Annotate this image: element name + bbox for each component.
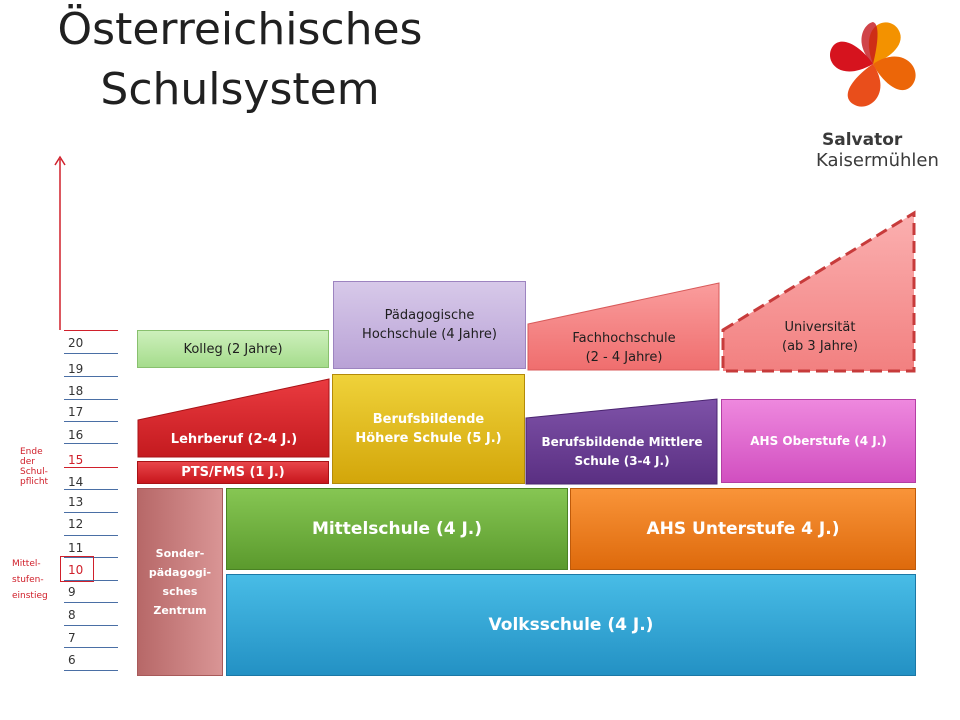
- age-label: 19: [68, 362, 84, 376]
- box-bhs: Berufsbildende Höhere Schule (5 J.): [332, 374, 525, 484]
- age-label: 16: [68, 428, 84, 442]
- label-line: (2 - 4 Jahre): [585, 350, 663, 365]
- label-line: (ab 3 Jahre): [782, 339, 858, 354]
- label-line: Sonder-: [155, 547, 205, 560]
- age-line: [64, 647, 118, 648]
- label-universitaet: Universität (ab 3 Jahre): [722, 314, 918, 360]
- note-line: Mittel-: [12, 559, 41, 569]
- age-line: [64, 625, 118, 626]
- shape-lehrberuf: [137, 378, 330, 458]
- label-line: Berufsbildende: [372, 412, 485, 427]
- age-line: [64, 467, 118, 468]
- label-line: Berufsbildende Mittlere: [541, 435, 703, 449]
- age-label: 15: [68, 453, 84, 467]
- age-label: 18: [68, 384, 84, 398]
- age-10-highlight: [60, 556, 94, 582]
- label-line: Universität: [784, 320, 856, 335]
- age-label: 8: [68, 608, 76, 622]
- note-line: einstieg: [12, 591, 48, 601]
- label-ahs-oberstufe: AHS Oberstufe (4 J.): [750, 433, 887, 448]
- logo-line2: Kaisermühlen: [816, 150, 939, 171]
- box-kolleg: Kolleg (2 Jahre): [137, 330, 329, 368]
- label-mittelschule: Mittelschule (4 J.): [311, 518, 483, 539]
- shape-fachhochschule: [527, 282, 720, 371]
- age-line: [64, 376, 118, 377]
- box-ahs-unterstufe: AHS Unterstufe 4 J.): [570, 488, 916, 570]
- label-line: Hochschule (4 Jahre): [362, 327, 497, 342]
- box-paedagogische-hochschule: Pädagogische Hochschule (4 Jahre): [333, 281, 526, 369]
- schooling-arrow: [54, 155, 66, 330]
- box-mittelschule: Mittelschule (4 J.): [226, 488, 568, 570]
- label-kolleg: Kolleg (2 Jahre): [183, 341, 283, 357]
- label-lehrberuf: Lehrberuf (2-4 J.): [170, 431, 298, 447]
- age-line: [64, 330, 118, 331]
- age-label: 17: [68, 405, 84, 419]
- note-mittelstufe: Mittel- stufen- einstieg: [12, 556, 48, 604]
- age-line: [64, 670, 118, 671]
- label-bms: Berufsbildende Mittlere Schule (3-4 J.): [525, 428, 719, 476]
- box-sonderpaedagogik: Sonder- pädagogi- sches Zentrum: [137, 488, 223, 676]
- age-line: [64, 580, 118, 581]
- age-line: [64, 512, 118, 513]
- note-line: Schul-: [20, 467, 48, 477]
- age-label: 13: [68, 495, 84, 509]
- label-line: Fachhochschule: [572, 331, 676, 346]
- label-line: Höhere Schule (5 J.): [355, 431, 502, 446]
- label-pts-fms: PTS/FMS (1 J.): [181, 465, 285, 480]
- note-line: pflicht: [20, 477, 49, 487]
- box-ahs-oberstufe: AHS Oberstufe (4 J.): [721, 399, 916, 483]
- label-fachhochschule: Fachhochschule (2 - 4 Jahre): [527, 326, 721, 370]
- label-line: sches: [162, 585, 198, 598]
- label-ahs-unterstufe: AHS Unterstufe 4 J.): [646, 518, 840, 539]
- note-schulpflicht: Ende der Schul- pflicht: [20, 447, 48, 487]
- label-volksschule: Volksschule (4 J.): [488, 614, 654, 635]
- age-line: [64, 399, 118, 400]
- box-volksschule: Volksschule (4 J.): [226, 574, 916, 676]
- age-label: 20: [68, 336, 84, 350]
- age-line: [64, 602, 118, 603]
- label-line: Pädagogische: [384, 308, 475, 323]
- age-label: 9: [68, 585, 76, 599]
- pinwheel-logo-icon: [829, 22, 916, 107]
- age-label: 12: [68, 517, 84, 531]
- shape-universitaet: [721, 210, 916, 373]
- label-line: Schule (3-4 J.): [574, 454, 670, 468]
- label-line: Zentrum: [153, 604, 207, 617]
- box-pts-fms: PTS/FMS (1 J.): [137, 461, 329, 484]
- age-line: [64, 421, 118, 422]
- age-label: 11: [68, 541, 84, 555]
- age-line: [64, 489, 118, 490]
- label-line: pädagogi-: [148, 566, 212, 579]
- page-title: Österreichisches Schulsystem: [57, 4, 423, 115]
- age-label: 6: [68, 653, 76, 667]
- age-label: 7: [68, 631, 76, 645]
- shape-bms: [525, 398, 718, 485]
- age-label: 10: [68, 563, 84, 577]
- school-logo: Salvator Kaisermühlen: [800, 14, 940, 174]
- note-line: stufen-: [12, 575, 44, 585]
- logo-line1: Salvator: [822, 130, 903, 150]
- age-line: [64, 557, 118, 558]
- age-label: 14: [68, 475, 84, 489]
- age-line: [64, 353, 118, 354]
- age-line: [64, 443, 118, 444]
- age-line: [64, 535, 118, 536]
- note-line: der: [20, 457, 35, 467]
- note-line: Ende: [20, 447, 43, 457]
